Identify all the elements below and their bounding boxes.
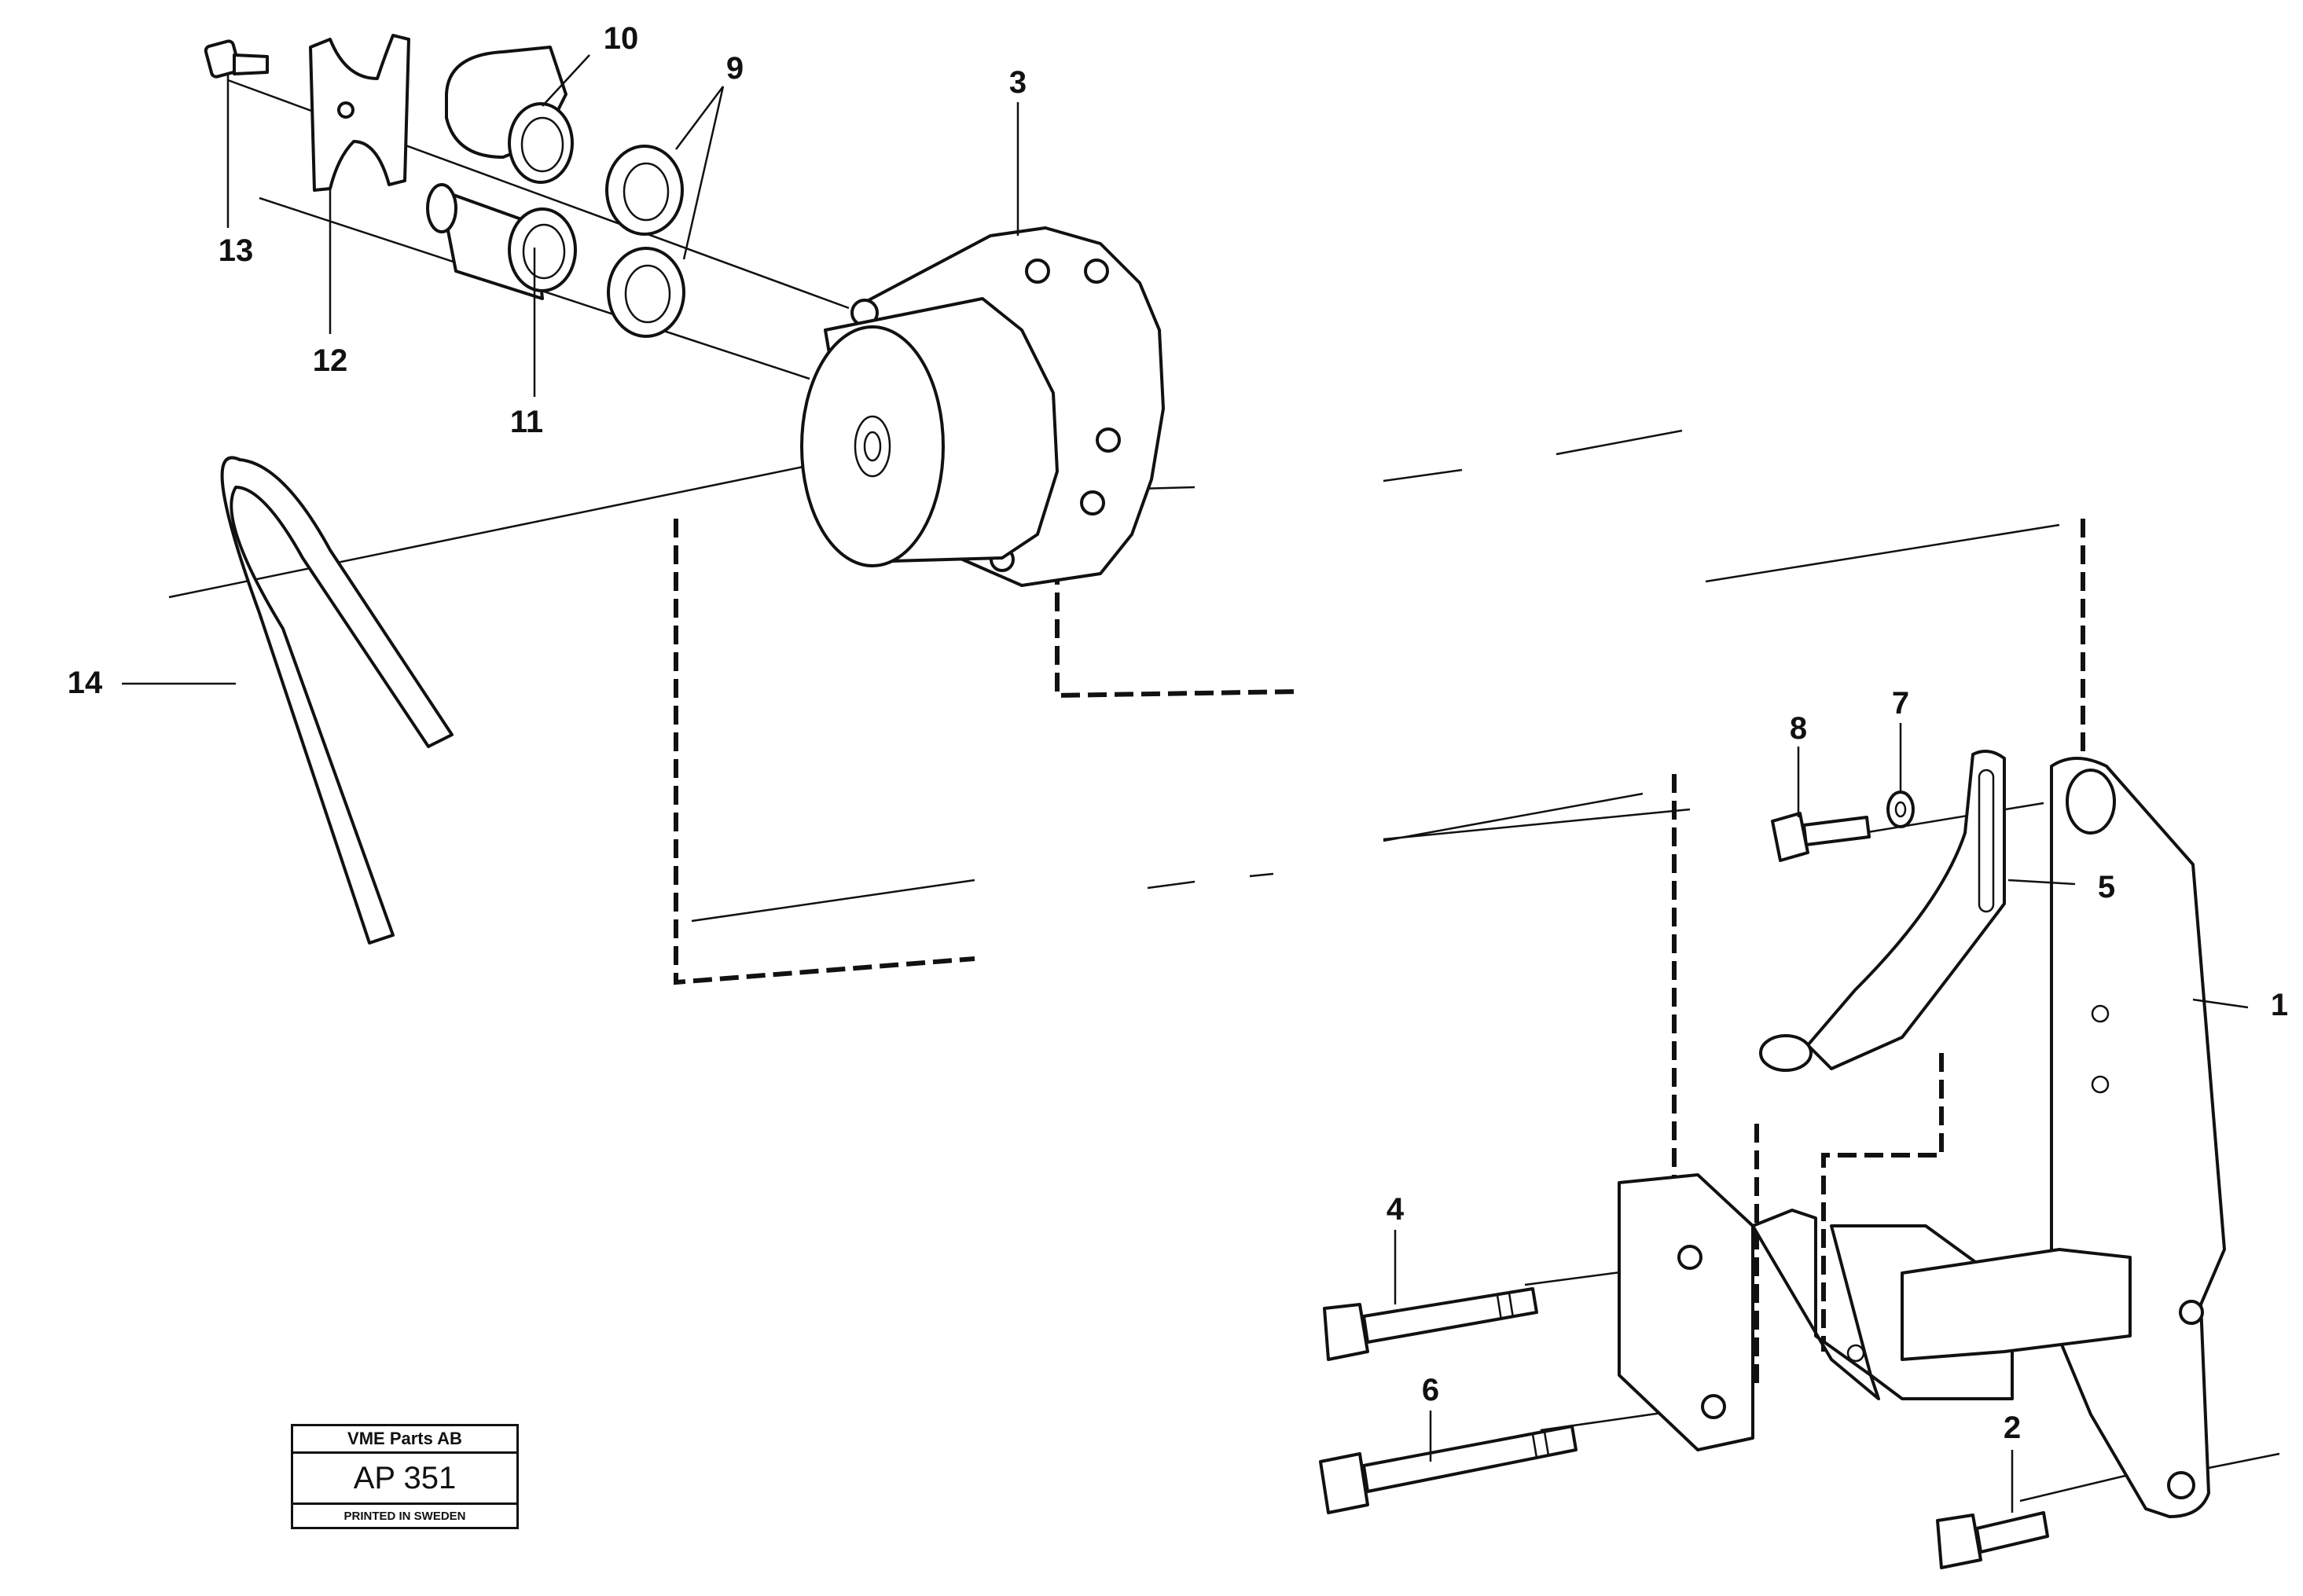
v-belt: [220, 456, 454, 945]
leader-lines: [122, 54, 2249, 1513]
callout-13: 13: [219, 233, 254, 268]
seal-rings: [605, 145, 685, 338]
clamp-plate: [309, 34, 410, 192]
adapter-bracket: [1618, 1173, 2132, 1451]
long-bolt-6: [1319, 1425, 1578, 1514]
printed-note: PRINTED IN SWEDEN: [343, 1510, 466, 1523]
water-pump: [800, 226, 1165, 587]
callout-4: 4: [1387, 1192, 1405, 1227]
elbow-pipe: [445, 46, 574, 184]
callout-8: 8: [1790, 711, 1807, 746]
callout-1: 1: [2271, 988, 2288, 1022]
washer-and-screw: [1771, 791, 1915, 862]
long-bolt-4: [1323, 1287, 1538, 1361]
company-name: VME Parts AB: [293, 1426, 516, 1454]
callout-14: 14: [68, 666, 103, 700]
callout-3: 3: [1009, 65, 1027, 100]
callout-9: 9: [726, 51, 744, 86]
callout-5: 5: [2098, 870, 2115, 904]
callout-labels: 1 2 3 4 5 6 7 8 9 10 11 12 13 14: [68, 21, 2288, 1445]
callout-6: 6: [1422, 1373, 1439, 1407]
tensioner-arm: [1759, 750, 2006, 1072]
callout-11: 11: [510, 405, 543, 439]
callout-2: 2: [2004, 1411, 2021, 1445]
straight-pipe: [426, 183, 577, 300]
callout-10: 10: [604, 21, 639, 56]
title-plate: VME Parts AB AP 351 PRINTED IN SWEDEN: [291, 1424, 519, 1529]
drawing-code: AP 351: [293, 1454, 516, 1505]
callout-7: 7: [1892, 686, 1909, 721]
small-screw: [204, 39, 269, 79]
bolt-2: [1936, 1511, 2049, 1569]
callout-12: 12: [313, 343, 348, 378]
main-bracket: [2050, 757, 2226, 1518]
